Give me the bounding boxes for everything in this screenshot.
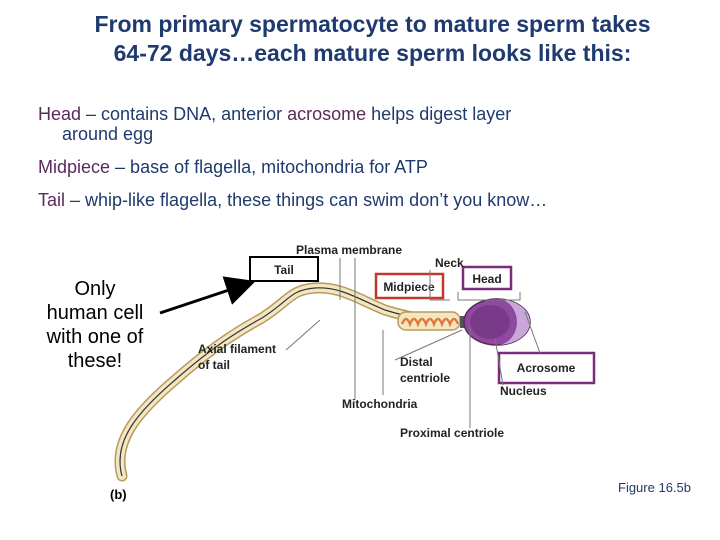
- nucleus-label: Nucleus: [500, 384, 547, 398]
- bullet-tail: Tail – whip-like flagella, these things …: [38, 190, 698, 210]
- midpiece-label: Midpiece: [383, 280, 435, 294]
- bullet-head-text-1: – contains DNA, anterior: [81, 104, 288, 124]
- callout-arrow: [159, 276, 256, 315]
- distal-centriole: [460, 316, 466, 328]
- bullet-head-text-2: helps digest layer: [366, 104, 512, 124]
- midpiece-label-box: [374, 272, 445, 300]
- figure-part-label: (b): [110, 487, 127, 502]
- bullet-head-text-3: around egg: [62, 124, 154, 144]
- axial-filament-label-2: of tail: [198, 358, 230, 372]
- neck-label: Neck: [435, 256, 464, 270]
- bullet-head-acrosome: acrosome: [287, 104, 367, 124]
- acrosome-label-box: [497, 351, 596, 385]
- bullet-midpiece-term: Midpiece: [38, 157, 111, 177]
- callout-line-1: Only: [74, 278, 116, 300]
- slide-title: From primary spermatocyte to mature sper…: [0, 10, 720, 68]
- nucleus: [470, 305, 510, 339]
- bullet-midpiece-text: – base of flagella, mitochondria for ATP: [110, 157, 428, 177]
- head-label: Head: [472, 272, 501, 286]
- plasma-membrane-label: Plasma membrane: [296, 243, 402, 257]
- callout-text: Only human cell with one of these!: [30, 277, 160, 373]
- callout-line-4: these!: [67, 350, 123, 372]
- mitochondria-label: Mitochondria: [342, 397, 418, 411]
- tail-label: Tail: [274, 263, 294, 277]
- distal-centriole-label-2: centriole: [400, 371, 450, 385]
- bullet-midpiece: Midpiece – base of flagella, mitochondri…: [38, 157, 698, 177]
- title-line-1: From primary spermatocyte to mature sper…: [94, 11, 651, 37]
- figure-caption: Figure 16.5b: [618, 480, 691, 495]
- acrosome-cap: [497, 299, 530, 345]
- proximal-centriole-label: Proximal centriole: [400, 426, 504, 440]
- mitochondria-coils: [400, 317, 460, 328]
- axial-filament: [119, 287, 456, 477]
- bullet-list: Head – contains DNA, anterior acrosome h…: [38, 104, 698, 223]
- callout-line-2: human cell: [46, 302, 144, 324]
- bullet-head-term: Head: [38, 104, 82, 124]
- leader-lines: [285, 258, 541, 428]
- title-line-2: 64-72 days…each mature sperm looks like …: [113, 40, 632, 66]
- callout-line-3: with one of: [46, 326, 144, 348]
- head-label-box: [461, 265, 513, 291]
- tail-label-box: [249, 256, 319, 282]
- bullet-tail-text: – whip-like flagella, these things can s…: [65, 190, 548, 210]
- acrosome-label: Acrosome: [517, 361, 576, 375]
- distal-centriole-label-1: Distal: [400, 355, 433, 369]
- bullet-tail-term: Tail: [38, 190, 66, 210]
- axial-filament-label-1: Axial filament: [198, 342, 276, 356]
- bullet-head: Head – contains DNA, anterior acrosome h…: [38, 104, 698, 144]
